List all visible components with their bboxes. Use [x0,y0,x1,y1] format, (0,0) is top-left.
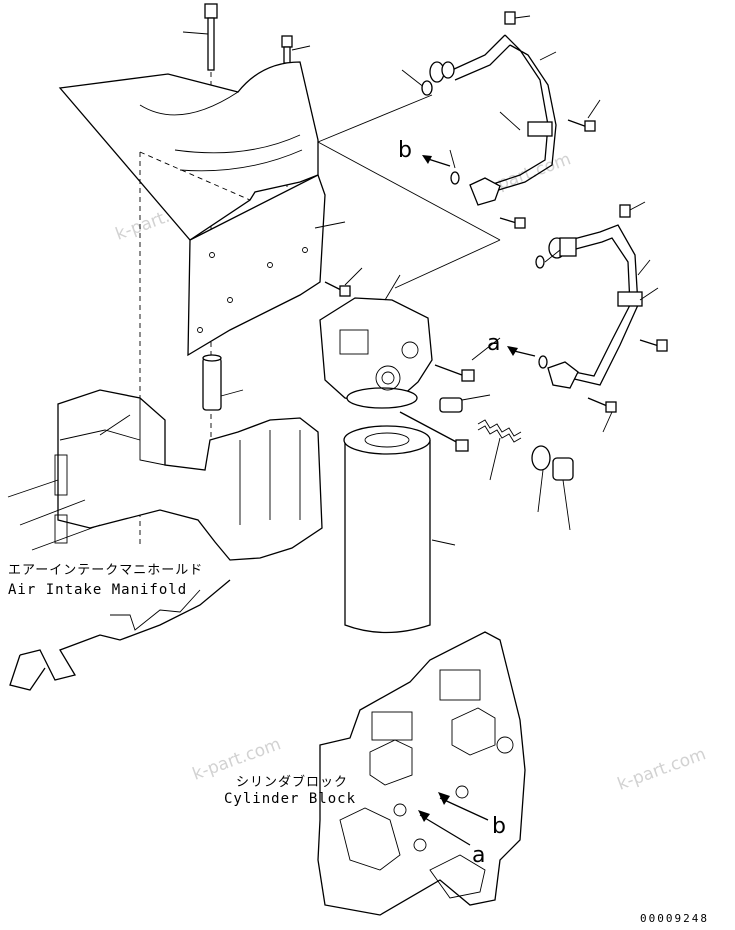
filter-head [319,274,433,409]
bolt [499,217,526,229]
bolt [587,397,617,433]
plug [552,457,574,531]
connector [439,394,491,413]
bolt [567,99,601,132]
manifold-flange-outline [110,589,201,631]
guide-line [394,239,501,289]
bolt [399,411,469,452]
reference-b-upper: b [398,138,451,167]
oil-filter-cartridge [343,425,456,634]
air-intake-manifold-label-en: Air Intake Manifold [8,582,187,598]
bolt [639,339,668,352]
svg-text:b: b [398,138,412,163]
guide-line [317,94,433,143]
oil-tube-upper [401,11,557,206]
svg-text:b: b [492,814,506,839]
svg-text:a: a [472,843,485,868]
drawing-number: 00009248 [640,912,709,925]
gasket [538,355,548,369]
spacer [202,354,244,411]
cylinder-block-label-jp: シリンダブロック [236,774,348,790]
manifold-flange-outline [9,654,46,691]
long-bolt [182,3,218,71]
bolt [434,337,501,382]
bracket [58,61,346,548]
bolt [281,35,311,64]
svg-text:a: a [487,331,500,356]
air-intake-manifold-label-jp: エアーインテークマニホールド [8,563,203,578]
watermark: k-part.com [615,744,709,794]
reference-a-lower: a [418,810,485,868]
bolt [324,267,363,297]
oil-tube-lower [535,201,659,389]
o-ring [531,445,551,513]
cylinder-block [317,631,526,916]
reference-b-lower: b [438,792,506,839]
gasket [449,149,460,185]
reference-a-upper: a [487,331,536,357]
manifold-flange-outline [19,579,231,681]
guide-line [317,141,501,241]
air-intake-manifold [7,389,323,561]
relief-spring [477,419,522,481]
cylinder-block-label-en: Cylinder Block [224,791,356,807]
